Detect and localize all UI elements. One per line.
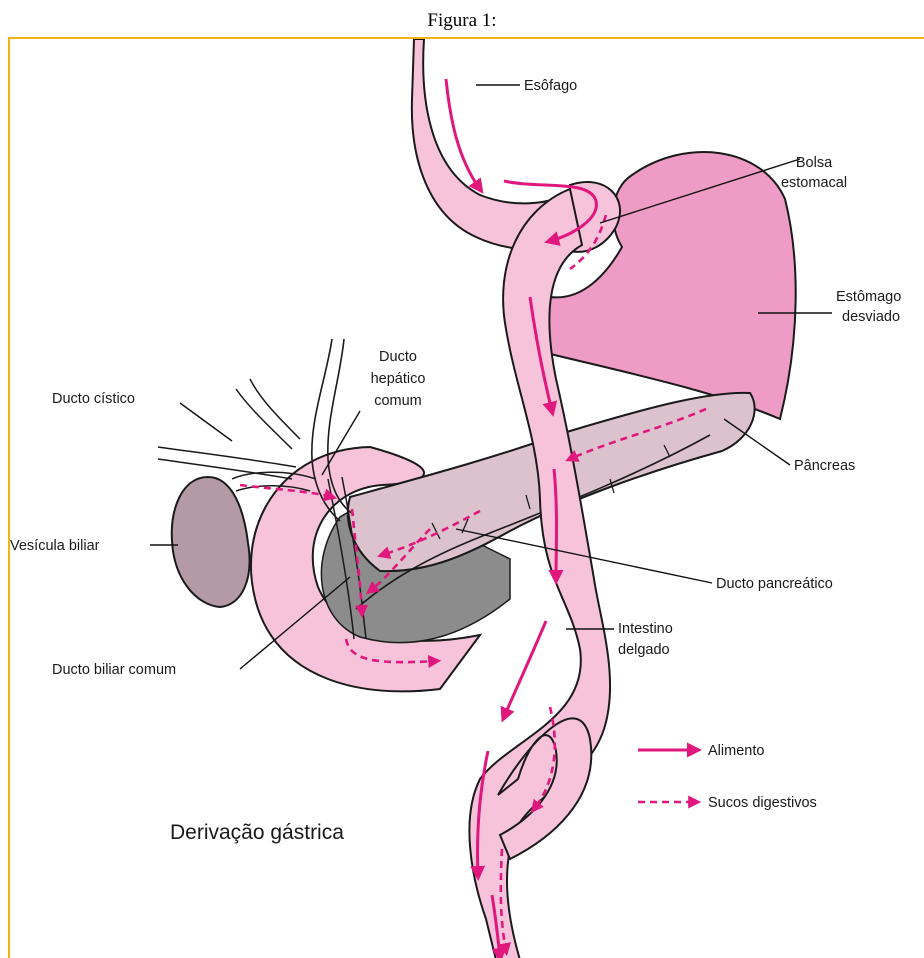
figure-caption: Figura 1: [0,10,924,32]
label-bolsa-1: Bolsa [796,155,833,171]
diagram-title: Derivação gástrica [170,821,344,844]
label-pancreas: Pâncreas [794,458,855,474]
label-ducto-biliar: Ducto biliar comum [52,662,176,678]
label-vesicula: Vesícula biliar [10,538,100,554]
label-ducto-hepatico-1: Ducto [379,349,417,365]
label-ducto-hepatico-3: comum [374,393,422,409]
diagram-frame: Esôfago Bolsa estomacal Estômago desviad… [8,37,924,958]
legend-food-label: Alimento [708,743,764,759]
label-bolsa-2: estomacal [781,175,847,191]
gallbladder [172,477,250,607]
label-intestino-1: Intestino [618,621,673,637]
label-esofago: Esôfago [524,78,577,94]
legend-juice-label: Sucos digestivos [708,795,817,811]
legend: Alimento Sucos digestivos [638,743,817,811]
label-ducto-pancreatico: Ducto pancreático [716,576,833,592]
food-path-intestine-3 [504,621,546,717]
leader-ducto-cistico [180,403,232,441]
label-estomago-2: desviado [842,309,900,325]
gastric-bypass-diagram: Esôfago Bolsa estomacal Estômago desviad… [10,39,924,958]
label-ducto-hepatico-2: hepático [371,371,426,387]
label-ducto-cistico: Ducto cístico [52,391,135,407]
label-estomago-1: Estômago [836,289,901,305]
label-intestino-2: delgado [618,642,670,658]
